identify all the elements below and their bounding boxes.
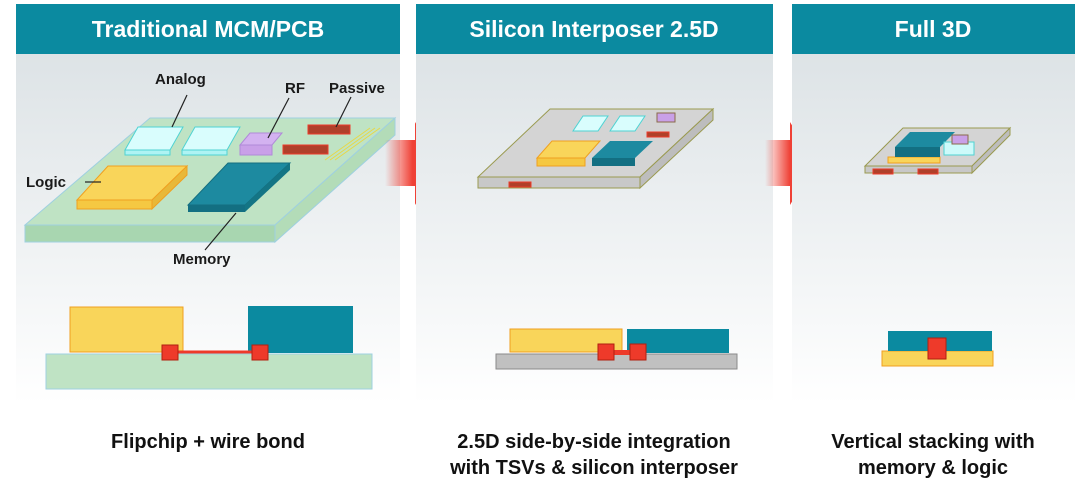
caption-line: 2.5D side-by-side integration [457,431,730,453]
panel-header [792,4,1075,54]
panel-header [16,4,400,54]
analog-chip [124,126,241,156]
cross-section-3d [881,331,994,367]
logic-die [887,156,941,164]
caption-line: memory & logic [858,457,1008,479]
passive-components [646,131,670,138]
label-leaders [85,94,352,251]
label-rf: RF [285,80,305,97]
panel-traditional-mcm: Traditional MCM/PCB [16,4,400,453]
memory-chip [186,162,292,212]
logic-chip [535,140,602,167]
analog-chip [572,115,609,132]
rf-chip [951,134,969,145]
label-logic: Logic [26,174,66,191]
label-memory: Memory [173,251,231,268]
label-analog: Analog [155,71,206,88]
rf-chip [656,112,676,123]
memory-die [895,132,955,157]
logic-chip [75,164,189,211]
passive-components [872,168,894,175]
passive-components [282,124,381,161]
cross-section-mcm [45,306,373,390]
panel-title: Traditional MCM/PCB [92,16,325,42]
panel-title: Full 3D [895,16,972,42]
passive-components [917,168,939,175]
panel-title: Silicon Interposer 2.5D [469,16,718,42]
panel-full-3d: Full 3D Vertical stacking with memory & … [792,4,1075,479]
analog-chip [609,115,646,132]
caption-line: Flipchip + wire bond [111,431,305,453]
rf-chip [238,132,284,156]
caption-line: with TSVs & silicon interposer [449,457,738,479]
label-passive: Passive [329,80,385,97]
caption-line: Vertical stacking with [831,431,1034,453]
cross-section-interposer [495,328,738,370]
memory-chip [592,141,653,166]
passive-components [508,181,532,188]
panel-header [416,4,773,54]
panel-silicon-interposer: Silicon Interposer 2.5D 2.5D side-by-sid [416,4,773,479]
